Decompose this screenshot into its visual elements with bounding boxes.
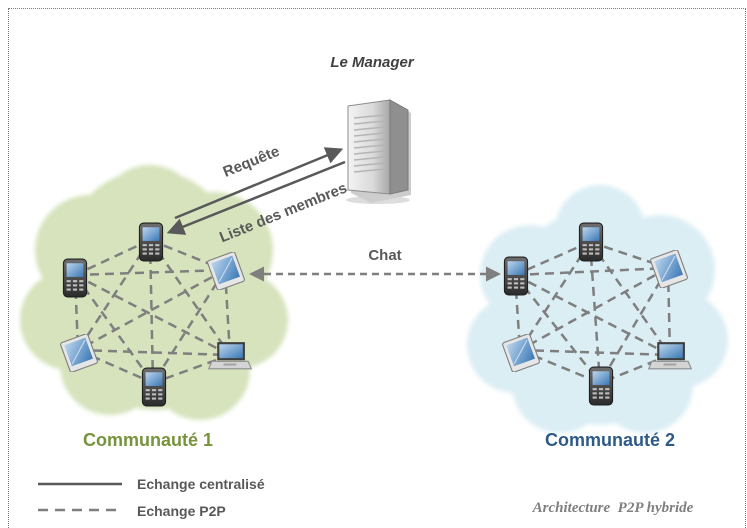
smartphone-icon [578,222,604,262]
request-label: Requête [221,143,282,181]
community2-label: Communauté 2 [545,430,675,450]
diagram-frame [8,8,746,528]
smartphone-icon [141,367,167,407]
smartphone-icon [588,366,614,406]
request-arrow [174,147,344,220]
legend-centralized-label: Echange centralisé [137,476,265,492]
manager-label: Le Manager [330,54,415,71]
smartphone-icon [503,256,529,296]
chat-label: Chat [368,247,401,264]
diagram-caption: Architecture P2P hybride [532,500,694,516]
legend-p2p-label: Echange P2P [137,503,226,519]
community1-label: Communauté 1 [83,430,213,450]
smartphone-icon [138,222,164,262]
members-list-arrow [166,160,346,235]
legend: Echange centralisé Echange P2P [38,476,265,519]
smartphone-icon [62,258,88,298]
community1-cloud [20,165,288,420]
community1-p2p-links [73,238,232,385]
server-icon [346,99,411,204]
